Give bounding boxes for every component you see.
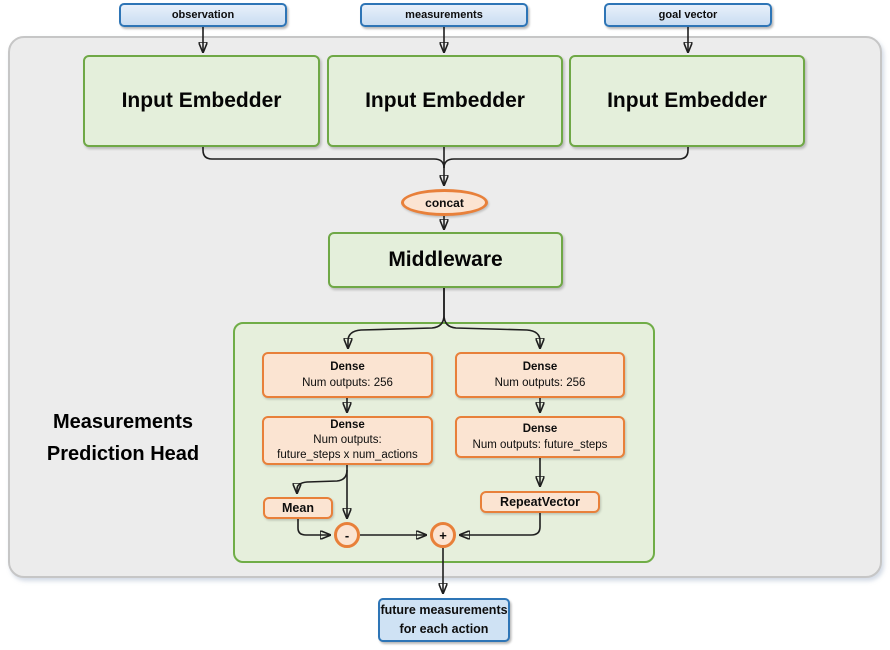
output-label-line2: for each action: [399, 622, 489, 636]
input-label: goal vector: [658, 9, 718, 21]
dense-num-outputs: Num outputs: future_steps: [472, 439, 608, 451]
subtract-label: -: [344, 527, 350, 543]
embedder-label: Input Embedder: [607, 89, 767, 112]
add-node: +: [430, 522, 456, 548]
mean-node: Mean: [263, 497, 333, 519]
input-embedder-measurements: Input Embedder: [327, 55, 563, 147]
prediction-head-title: Measurements Prediction Head: [15, 406, 231, 470]
connector-repeatvector-to-add: [460, 513, 541, 535]
prediction-head-title-line1: Measurements: [52, 411, 194, 433]
input-label: measurements: [405, 9, 483, 21]
dense-num-outputs: Num outputs: 256: [302, 377, 393, 389]
concat-node: concat: [401, 189, 488, 216]
embedder-label: Input Embedder: [121, 89, 282, 112]
connector-dense-left2-to-mean: [297, 469, 348, 493]
dense-title: Dense: [522, 422, 558, 435]
connector-merge-right: [443, 147, 689, 169]
input-node-observation: observation: [119, 3, 287, 27]
input-node-goal-vector: goal vector: [604, 3, 772, 27]
dense-right-top: Dense Num outputs: 256: [455, 352, 625, 398]
output-node-future-measurements: future measurements for each action: [378, 598, 510, 642]
input-label: observation: [171, 9, 235, 21]
dense-title: Dense: [330, 360, 365, 373]
dense-right-bottom: Dense Num outputs: future_steps: [455, 416, 625, 458]
connector-middleware-to-dense-right: [443, 288, 540, 348]
dense-num-outputs: Num outputs:: [313, 434, 382, 447]
dense-left-bottom: Dense Num outputs: future_steps x num_ac…: [262, 416, 433, 465]
dense-num-outputs: Num outputs: 256: [494, 377, 586, 389]
dense-title: Dense: [330, 419, 365, 432]
repeat-vector-label: RepeatVector: [500, 495, 580, 509]
concat-label: concat: [425, 195, 464, 210]
mean-label: Mean: [282, 501, 314, 515]
subtract-node: -: [334, 522, 360, 548]
input-node-measurements: measurements: [360, 3, 528, 27]
dense-num-outputs-detail: future_steps x num_actions: [277, 448, 418, 461]
dense-left-top: Dense Num outputs: 256: [262, 352, 433, 398]
middleware-label: Middleware: [388, 248, 503, 271]
input-embedder-goal-vector: Input Embedder: [569, 55, 805, 147]
connector-merge-left: [202, 147, 445, 169]
connector-middleware-to-dense-left: [348, 288, 445, 348]
prediction-head-title-line2: Prediction Head: [46, 443, 200, 465]
input-embedder-observation: Input Embedder: [83, 55, 320, 147]
add-label: +: [439, 527, 447, 543]
embedder-label: Input Embedder: [365, 89, 525, 112]
dense-title: Dense: [522, 360, 558, 373]
connector-mean-to-subtract: [297, 519, 330, 535]
middleware-node: Middleware: [328, 232, 563, 288]
output-label-line1: future measurements: [380, 602, 508, 617]
repeat-vector-node: RepeatVector: [480, 491, 600, 513]
